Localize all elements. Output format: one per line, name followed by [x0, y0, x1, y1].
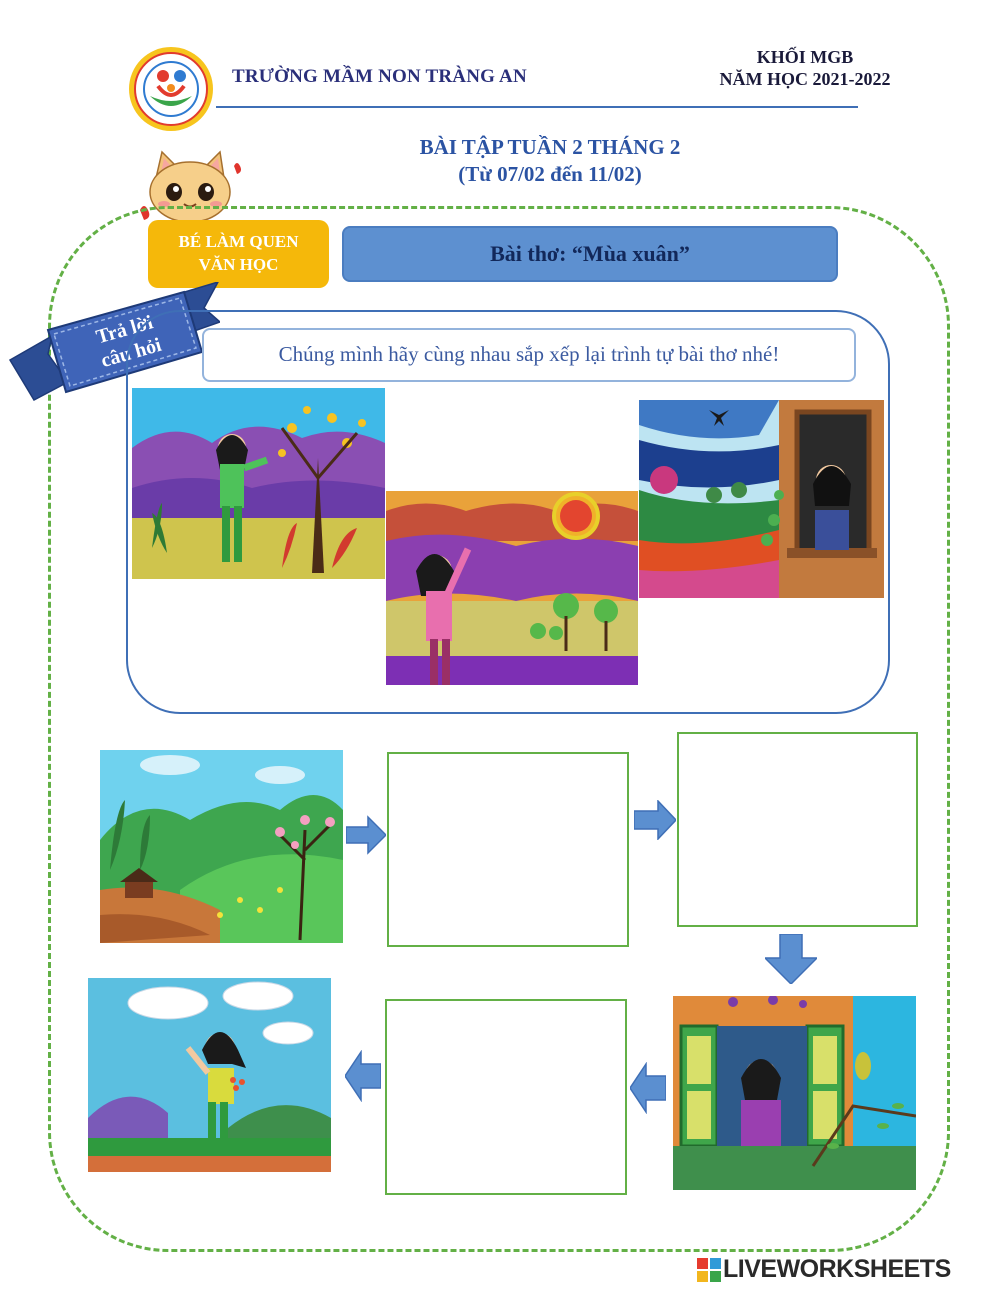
grade-info: KHỐI MGB NĂM HỌC 2021-2022 [700, 46, 910, 90]
choices-box [126, 310, 890, 714]
grade-label: KHỐI MGB [756, 47, 854, 67]
school-logo [128, 46, 214, 132]
school-year-label: NĂM HỌC 2021-2022 [719, 69, 891, 89]
sequence-picture-6-girl-with-flowers [88, 978, 331, 1172]
dashed-activity-frame [48, 206, 950, 1252]
liveworksheets-brand: LIVEWORKSHEETS [723, 1255, 951, 1283]
title-line-2: (Từ 07/02 đến 11/02) [458, 162, 642, 186]
left-arrow-icon [630, 1062, 666, 1114]
subject-tag-line-1: BÉ LÀM QUEN [178, 232, 299, 251]
drop-slot-3[interactable] [677, 732, 918, 927]
drop-slot-5[interactable] [385, 999, 627, 1195]
title-line-1: BÀI TẬP TUẦN 2 THÁNG 2 [419, 135, 681, 159]
down-arrow-icon [765, 934, 817, 984]
choice-picture-girl-apricot-tree[interactable] [132, 388, 385, 579]
school-name: TRƯỜNG MẦM NON TRÀNG AN [232, 66, 527, 87]
choice-picture-girl-sun[interactable] [386, 491, 638, 685]
worksheet-title: BÀI TẬP TUẦN 2 THÁNG 2 (Từ 07/02 đến 11/… [300, 134, 800, 188]
liveworksheets-icon [697, 1258, 721, 1282]
liveworksheets-logo: LIVEWORKSHEETS [697, 1255, 997, 1285]
header-divider [216, 106, 858, 108]
subject-tag: BÉ LÀM QUEN VĂN HỌC [148, 220, 329, 288]
left-arrow-icon [345, 1050, 381, 1102]
poem-title-bar: Bài thơ: “Mùa xuân” [342, 226, 838, 282]
subject-tag-line-2: VĂN HỌC [198, 255, 279, 274]
sequence-picture-1-spring-hills [100, 750, 343, 943]
right-arrow-icon [346, 815, 386, 855]
right-arrow-icon [634, 800, 676, 840]
instruction-text: Chúng mình hãy cùng nhau sắp xếp lại trì… [202, 328, 856, 382]
drop-slot-2[interactable] [387, 752, 629, 947]
sequence-picture-4-girl-green-window [673, 996, 916, 1190]
choice-picture-girl-window-swallow[interactable] [639, 400, 884, 598]
